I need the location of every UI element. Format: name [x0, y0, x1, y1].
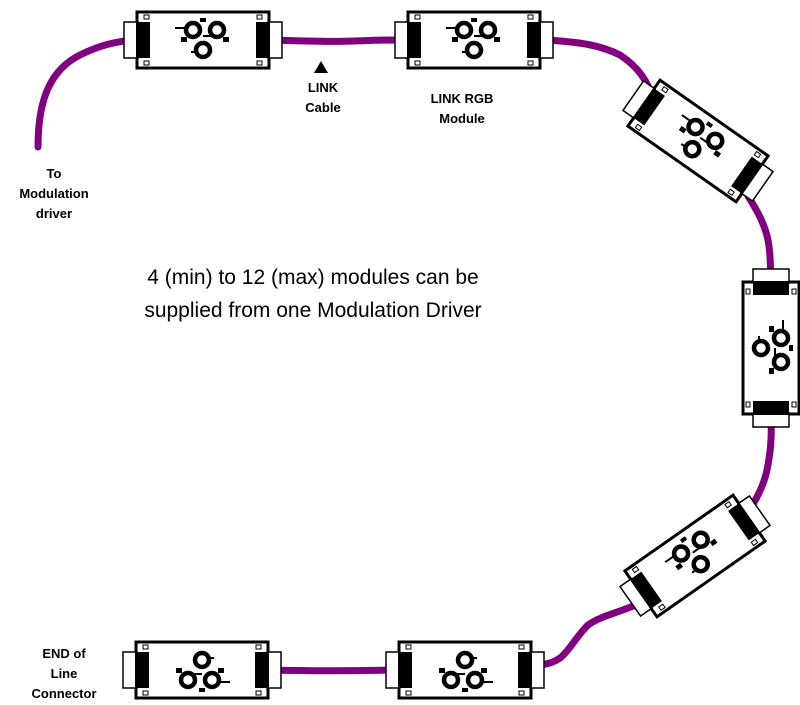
end-connector-label-line1: END of [42, 646, 86, 661]
link-cable-label: LINK Cable [305, 80, 340, 115]
rgb-module-label-line2: Module [439, 111, 485, 126]
link-cable-label-line1: LINK [308, 80, 339, 95]
cable-to-driver [34, 36, 136, 151]
link-rgb-module-2 [395, 12, 553, 68]
link-rgb-module-1 [124, 12, 282, 68]
cable-module-3-4 [744, 192, 775, 282]
to-driver-label-line2: Modulation [19, 186, 88, 201]
arrow-up-icon [314, 61, 328, 73]
cable-module-2-3 [542, 36, 652, 90]
rgb-module-label: LINK RGB Module [431, 91, 494, 126]
end-connector-label-line3: Connector [32, 686, 97, 701]
capacity-note-line1: 4 (min) to 12 (max) modules can be [147, 266, 478, 289]
link-rgb-module-5 [614, 488, 776, 624]
cable-module-1-2 [271, 36, 404, 45]
to-driver-label-line1: To [47, 166, 62, 181]
end-connector-label: END of Line Connector [32, 646, 97, 701]
cable-module-4-5 [746, 414, 775, 513]
link-rgb-module-3 [617, 73, 779, 209]
capacity-note: 4 (min) to 12 (max) modules can be suppl… [144, 266, 481, 322]
cable-module-5-6 [526, 599, 644, 670]
link-rgb-module-4 [743, 269, 799, 427]
cable-module-6-7 [266, 666, 399, 675]
to-driver-label-line3: driver [36, 206, 72, 221]
link-rgb-module-6 [123, 642, 281, 698]
rgb-module-label-line1: LINK RGB [431, 91, 494, 106]
end-connector-label-line2: Line [51, 666, 78, 681]
link-cable-label-line2: Cable [305, 100, 340, 115]
capacity-note-line2: supplied from one Modulation Driver [144, 299, 481, 322]
to-driver-label: To Modulation driver [19, 166, 88, 221]
link-rgb-module-7 [386, 642, 544, 698]
